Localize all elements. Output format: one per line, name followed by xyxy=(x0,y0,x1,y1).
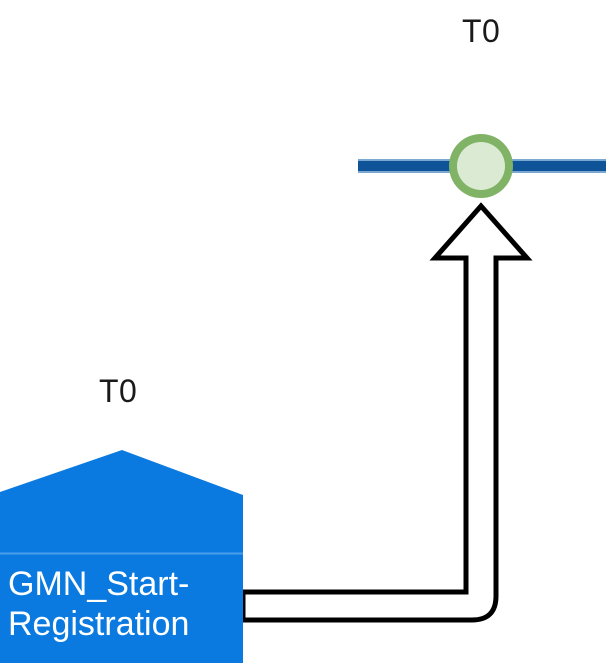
event-circle[interactable] xyxy=(449,134,513,198)
task-time-label: T0 xyxy=(99,373,138,409)
task-name-text: GMN_Start- Registration xyxy=(8,565,190,643)
task-shape[interactable] xyxy=(0,450,243,663)
event-time-label: T0 xyxy=(462,13,501,49)
connector-arrow xyxy=(240,202,533,623)
